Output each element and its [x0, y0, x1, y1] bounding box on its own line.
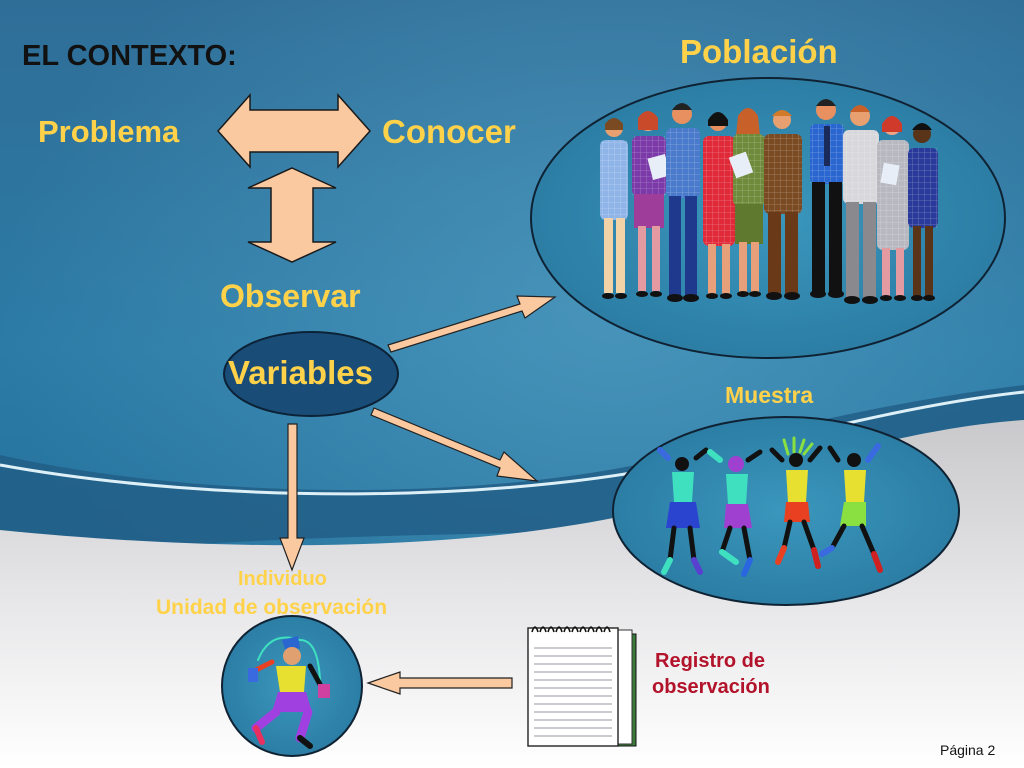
slide-title: EL CONTEXTO:: [22, 40, 237, 72]
label-poblacion: Población: [680, 33, 838, 70]
double-arrow-horizontal: [216, 93, 372, 169]
label-individuo: Individuo: [238, 568, 327, 590]
arrow-to-poblacion: [387, 295, 557, 353]
arrow-to-individuo: [279, 423, 305, 572]
page-number: Página 2: [940, 742, 996, 758]
arrow-to-muestra: [370, 407, 539, 482]
arrow-to-individuo-circle: [366, 671, 513, 695]
dancers-illustration: [657, 436, 883, 577]
label-variables: Variables: [228, 354, 373, 391]
label-registro-line1: Registro de: [655, 650, 766, 672]
dancer-with-headphones-illustration: [248, 636, 330, 749]
label-conocer: Conocer: [382, 113, 516, 150]
double-arrow-vertical: [247, 167, 337, 263]
people-group-illustration: [600, 99, 938, 304]
label-muestra: Muestra: [725, 382, 814, 408]
notepad-icon: [527, 626, 637, 747]
label-problema: Problema: [38, 114, 180, 149]
label-observar: Observar: [220, 278, 361, 314]
label-unidad-observacion: Unidad de observación: [156, 596, 388, 619]
variables-ellipse: [223, 331, 399, 417]
label-registro-line2: observación: [652, 676, 770, 698]
